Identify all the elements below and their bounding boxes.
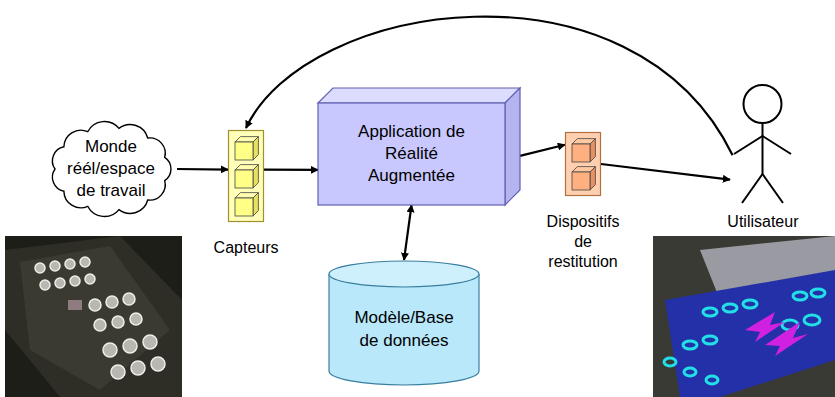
application-box: Application de Réalité Augmentée xyxy=(318,88,520,205)
flow-arrow xyxy=(177,168,228,171)
cloud-node: Monde réél/espace de travail xyxy=(45,118,177,220)
text-wrap: Monde réél/espace de travail xyxy=(45,118,177,220)
database-cylinder: Modèle/Base de données xyxy=(328,260,480,385)
text-wrap: Capteurs xyxy=(213,238,280,258)
node-caption: Dispositifs de restitution xyxy=(546,212,621,272)
node-label: Monde réél/espace de travail xyxy=(59,136,163,202)
output-box: Dispositifs de restitution xyxy=(565,132,601,196)
output-outline xyxy=(565,132,601,196)
augmented-photo xyxy=(653,236,835,397)
flow-arrow xyxy=(264,168,318,171)
flow-arrow xyxy=(601,164,730,180)
user-figure: Utilisateur xyxy=(730,82,795,204)
real-world-photo xyxy=(5,236,182,397)
node-caption: Utilisateur xyxy=(726,212,800,232)
sensor-outline xyxy=(228,130,264,222)
node-caption: Capteurs xyxy=(213,238,280,258)
flow-arrow xyxy=(520,145,565,156)
sensor-box: Capteurs xyxy=(228,130,264,222)
user-outline xyxy=(730,82,795,204)
node-label: Application de Réalité Augmentée xyxy=(357,121,467,187)
text-wrap: Utilisateur xyxy=(726,212,800,232)
flow-arrow xyxy=(404,205,412,260)
node-label: Modèle/Base de données xyxy=(348,307,460,351)
text-wrap: Application de Réalité Augmentée xyxy=(318,103,505,205)
text-wrap: Dispositifs de restitution xyxy=(546,212,621,272)
text-wrap: Modèle/Base de données xyxy=(328,288,480,371)
